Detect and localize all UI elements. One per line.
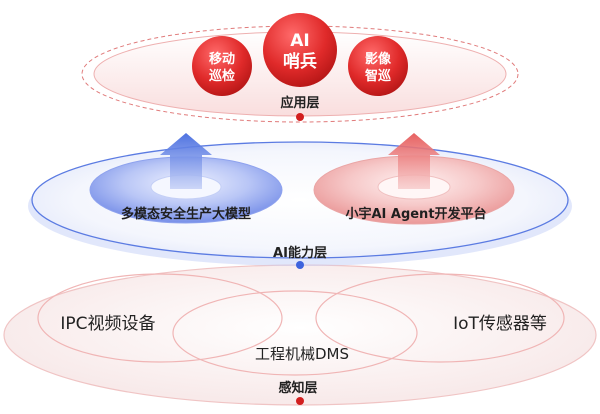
ipc-label: IPC视频设备 xyxy=(60,314,155,334)
llm-module-label: 多模态安全生产大模型 xyxy=(121,206,251,222)
app-layer-dot xyxy=(296,113,304,121)
perception-dot xyxy=(296,397,304,405)
image-patrol-line2: 智巡 xyxy=(365,68,391,84)
dms-ring xyxy=(172,290,418,376)
ai-layer: 多模态安全生产大模型 小宇AI Agent开发平台 AI能力层 xyxy=(28,133,572,269)
app-layer-label: 应用层 xyxy=(280,95,319,111)
iot-ring xyxy=(315,273,565,363)
app-layer-dashed-ring xyxy=(81,25,519,123)
mobile-patrol-badge xyxy=(192,36,252,96)
ai-layer-dot xyxy=(296,261,304,269)
mobile-patrol-line2: 巡检 xyxy=(209,68,235,84)
dms-label: 工程机械DMS xyxy=(255,345,349,363)
ai-layer-label: AI能力层 xyxy=(273,245,327,261)
mobile-patrol-line1: 移动 xyxy=(209,51,235,67)
app-layer: 移动 巡检 AI 哨兵 影像 智巡 应用层 xyxy=(81,13,519,123)
perception-layer: IPC视频设备 工程机械DMS IoT传感器等 感知层 xyxy=(3,264,597,406)
ai-sentinel-line1: AI xyxy=(290,31,309,51)
agent-up-arrow-icon xyxy=(388,133,440,189)
image-patrol-badge xyxy=(348,36,408,96)
ai-sentinel-line2: 哨兵 xyxy=(283,51,317,72)
iot-label: IoT传感器等 xyxy=(453,314,547,334)
ipc-ring xyxy=(37,273,283,363)
perception-layer-label: 感知层 xyxy=(278,380,317,396)
ai-sentinel-badge xyxy=(263,13,337,87)
agent-module-label: 小宇AI Agent开发平台 xyxy=(345,206,486,222)
llm-up-arrow-icon xyxy=(160,133,212,189)
image-patrol-line1: 影像 xyxy=(365,51,392,67)
